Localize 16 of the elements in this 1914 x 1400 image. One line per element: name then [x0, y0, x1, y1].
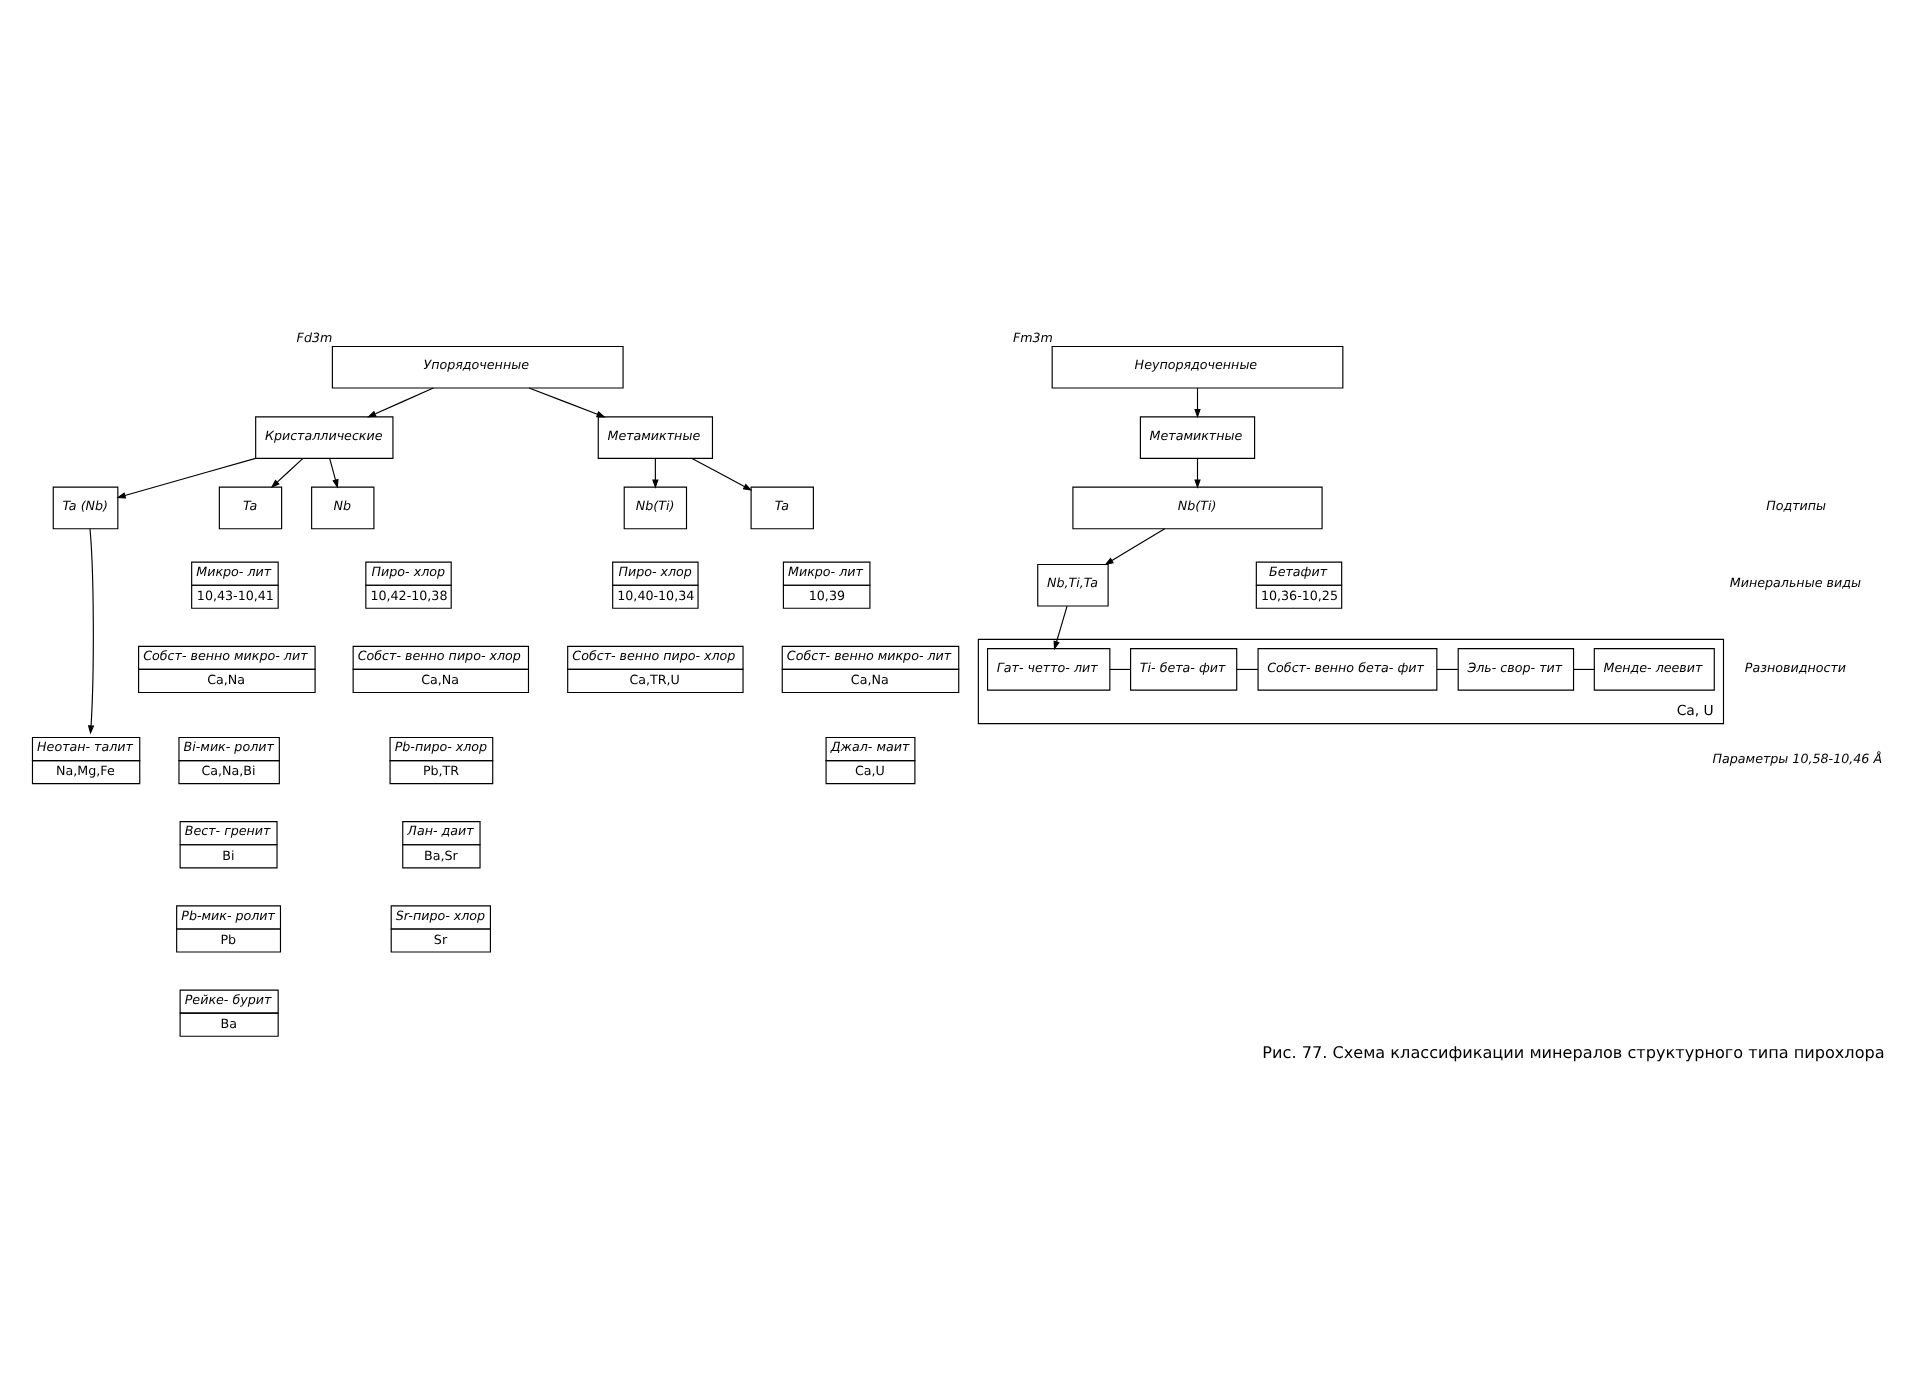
- connector: [1236, 668, 1259, 670]
- arrow: [87, 528, 95, 735]
- arrow: [1104, 528, 1166, 566]
- arrow: [329, 457, 339, 489]
- connector: [1109, 668, 1131, 670]
- arrow: [691, 457, 753, 491]
- connector: [1436, 668, 1459, 670]
- arrow: [1194, 387, 1201, 419]
- connector: [1573, 668, 1595, 670]
- arrow: [1053, 605, 1068, 651]
- arrow: [652, 457, 659, 489]
- arrow: [116, 457, 257, 499]
- arrow: [367, 387, 434, 418]
- arrow: [1194, 457, 1201, 489]
- arrow: [270, 457, 304, 489]
- arrow: [528, 387, 606, 418]
